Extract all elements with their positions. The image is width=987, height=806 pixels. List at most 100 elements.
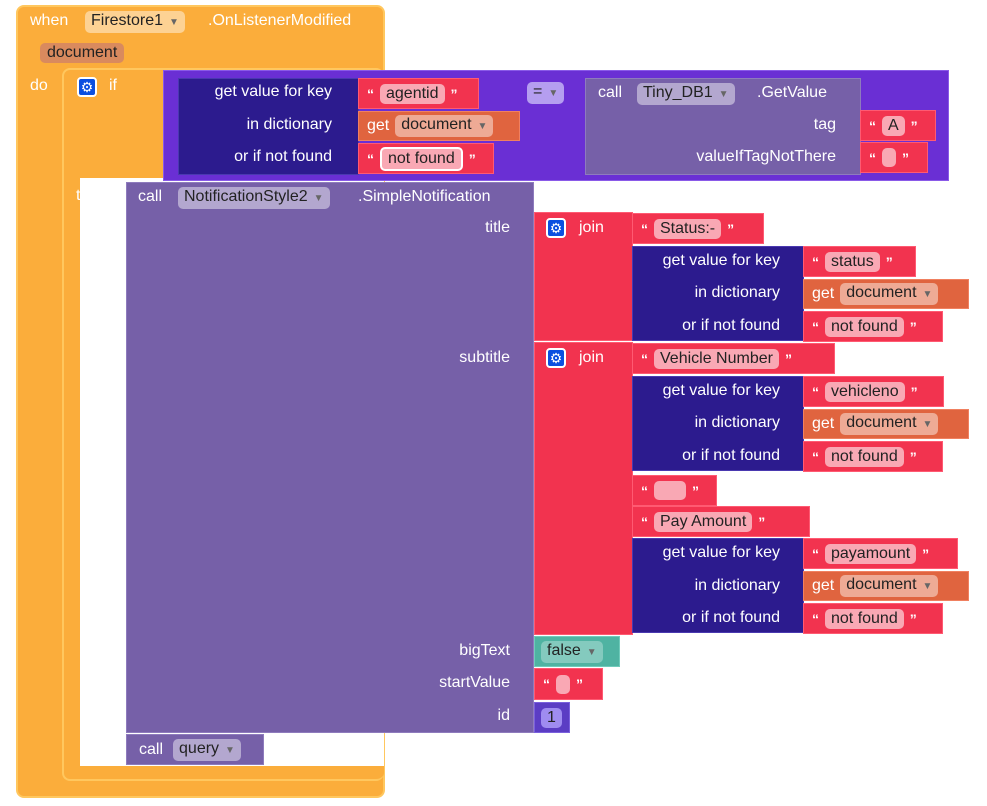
text-block[interactable]: “Vehicle Number” [632,343,835,374]
param-document[interactable]: document [40,43,125,63]
bigtext-label: bigText [459,642,510,659]
call-label: call [138,188,163,205]
get-key-label: get value for key [662,252,780,269]
id-label: id [497,707,510,724]
join-label: join [579,219,604,236]
tinydb-getvalue-block[interactable] [585,78,861,175]
dictionary-lookup-block[interactable] [178,78,359,175]
gear-icon[interactable]: ⚙ [77,77,97,97]
gear-icon[interactable]: ⚙ [546,218,566,238]
text-block[interactable]: “agentid” [358,78,479,109]
text-value[interactable] [556,674,570,694]
text-block[interactable]: “not found” [803,441,943,472]
boolean-block[interactable]: false▼ [534,636,620,667]
call-label: call [598,84,623,101]
event-name: .OnListenerModified [208,12,352,29]
in-dictionary-label: in dictionary [694,284,780,301]
join-label: join [579,349,604,366]
not-found-label: or if not found [234,148,332,165]
call-query-block[interactable]: call query▼ [126,734,264,765]
component-dropdown[interactable]: Tiny_DB1▼ [637,83,735,105]
call-label: call [139,740,164,758]
chevron-down-icon: ▼ [718,89,729,100]
subtitle-label: subtitle [459,349,510,366]
boolean-dropdown[interactable]: false▼ [541,640,603,663]
text-block[interactable]: “not found” [803,311,943,342]
text-value[interactable]: Status:- [654,218,722,239]
do-label: do [30,77,48,94]
text-block[interactable]: “A” [860,110,936,141]
variable-dropdown[interactable]: document▼ [840,283,939,305]
variable-dropdown[interactable]: document▼ [840,413,939,435]
in-dictionary-label: in dictionary [694,577,780,594]
text-block[interactable]: “Status:-” [632,213,764,244]
get-key-label: get value for key [662,544,780,561]
variable-dropdown[interactable]: document▼ [840,575,939,597]
text-value[interactable]: agentid [380,83,445,104]
not-found-label: or if not found [682,317,780,334]
dictionary-lookup-block[interactable] [632,538,804,633]
join-block[interactable] [534,342,633,635]
in-dictionary-label: in dictionary [246,116,332,133]
get-key-label: get value for key [662,382,780,399]
in-dictionary-label: in dictionary [694,414,780,431]
chevron-down-icon: ▼ [586,646,597,658]
text-value[interactable]: A [882,115,905,136]
text-value[interactable]: not found [825,446,904,467]
number-block[interactable]: 1 [534,702,570,733]
startvalue-label: startValue [439,674,510,691]
text-block[interactable]: “not found” [803,603,943,634]
get-variable-block[interactable]: get document▼ [358,111,520,141]
text-value[interactable] [654,481,686,500]
value-if-tag-not-there-label: valueIfTagNotThere [696,148,836,165]
title-label: title [485,219,510,236]
text-block[interactable]: “vehicleno” [803,376,944,407]
chevron-down-icon: ▼ [313,193,324,204]
component-dropdown[interactable]: NotificationStyle2▼ [178,187,330,209]
text-block[interactable]: “” [860,142,928,173]
gear-icon[interactable]: ⚙ [546,348,566,368]
not-found-label: or if not found [682,609,780,626]
text-value[interactable]: not found [825,608,904,629]
get-label: get [367,117,390,134]
chevron-down-icon: ▼ [477,121,488,132]
chevron-down-icon: ▼ [922,581,933,592]
text-value[interactable] [882,148,896,167]
text-block[interactable]: “status” [803,246,916,277]
get-key-label: get value for key [214,83,332,100]
tag-label: tag [813,116,836,133]
component-dropdown[interactable]: Firestore1 ▼ [85,11,185,33]
component-name: Firestore1 [91,12,164,29]
text-value[interactable]: payamount [825,543,917,564]
if-label: if [109,77,117,94]
text-block[interactable]: “” [632,475,717,506]
text-block[interactable]: “not found” [358,143,494,174]
operator-dropdown[interactable]: =▼ [527,82,565,104]
chevron-down-icon: ▼ [922,419,933,430]
procedure-dropdown[interactable]: query▼ [173,738,241,761]
chevron-down-icon: ▼ [548,88,559,99]
text-value[interactable]: Vehicle Number [654,348,779,369]
text-value[interactable]: not found [380,146,463,171]
simple-notification-block[interactable] [126,182,534,733]
when-label: when [30,12,69,29]
text-block[interactable]: “” [534,668,603,700]
chevron-down-icon: ▼ [169,17,179,28]
chevron-down-icon: ▼ [922,289,933,300]
not-found-label: or if not found [682,447,780,464]
method-name: .GetValue [757,84,827,101]
number-value[interactable]: 1 [541,707,562,728]
variable-dropdown[interactable]: document▼ [395,115,494,137]
method-name: .SimpleNotification [358,188,491,205]
text-block[interactable]: “payamount” [803,538,958,569]
text-value[interactable]: vehicleno [825,381,905,402]
chevron-down-icon: ▼ [225,744,235,756]
then-label: then [76,187,108,204]
text-value[interactable]: not found [825,316,904,337]
text-value[interactable]: status [825,251,880,272]
text-value[interactable]: Pay Amount [654,511,753,532]
text-block[interactable]: “Pay Amount” [632,506,810,537]
